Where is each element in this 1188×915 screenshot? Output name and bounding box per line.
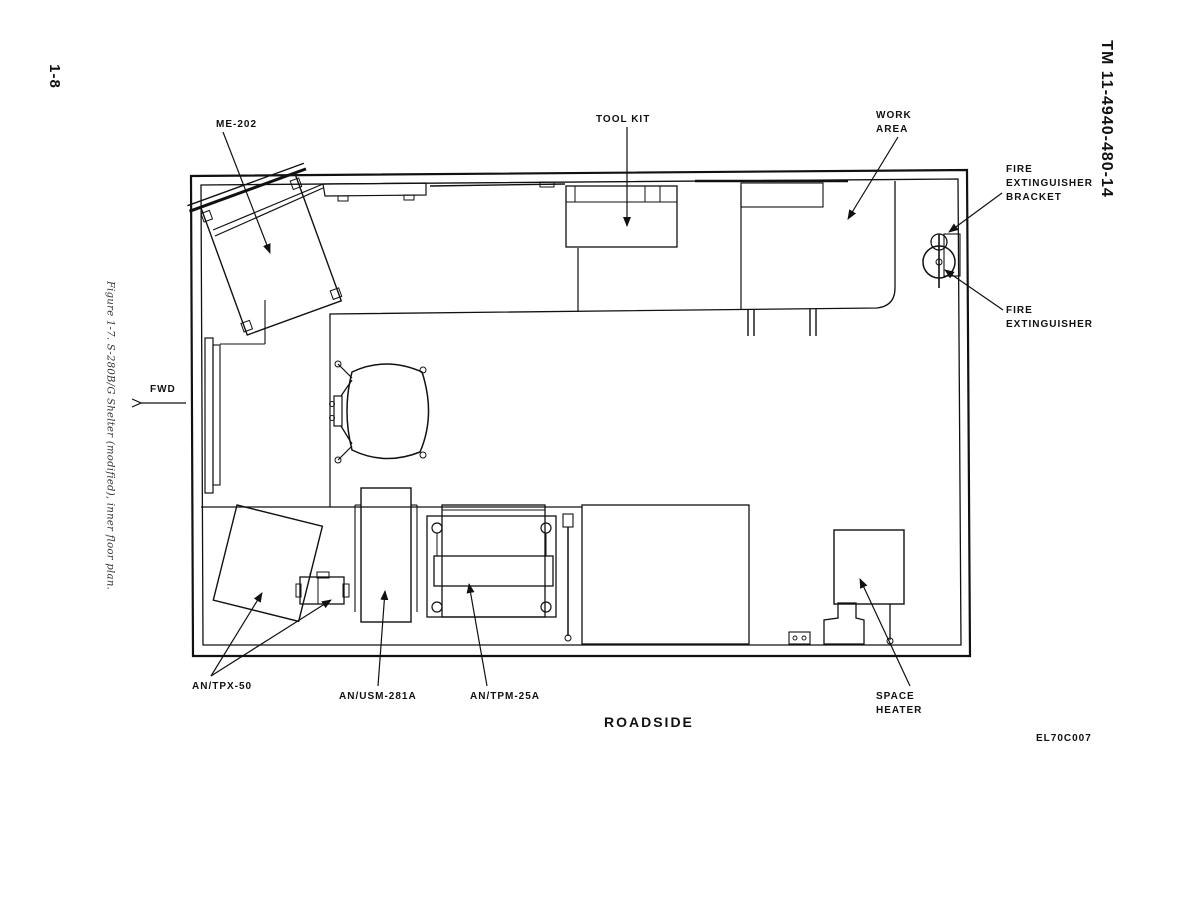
- arrow-an-tpx-50-b: [210, 599, 332, 677]
- label-roadside: ROADSIDE: [604, 714, 694, 730]
- label-work-area-line1: WORK: [876, 110, 912, 121]
- label-extinguisher-line1: FIRE: [1006, 305, 1033, 316]
- label-bracket-line1: FIRE: [1006, 164, 1033, 175]
- me-202-unit: [187, 162, 343, 336]
- arrow-fire-extinguisher: [944, 269, 1004, 311]
- curbside-counter: [329, 181, 896, 318]
- label-me-202: ME-202: [216, 119, 257, 130]
- label-space-heater-line2: HEATER: [876, 705, 922, 716]
- label-bracket-line3: BRACKET: [1006, 192, 1062, 203]
- arrow-fire-extinguisher-bracket: [948, 192, 1003, 233]
- arrow-space-heater: [859, 578, 911, 687]
- label-bracket-line2: EXTINGUISHER: [1006, 178, 1093, 189]
- label-an-tpx-50: AN/TPX-50: [192, 681, 252, 692]
- operator-chair: [329, 360, 430, 464]
- an-tpx-50-unit: [212, 504, 324, 623]
- roadside-cabinet: [581, 504, 750, 645]
- an-usm-281a-unit: [360, 487, 412, 623]
- power-outlet: [788, 631, 811, 645]
- shelter-inner-wall: [200, 178, 962, 646]
- tool-kit: [565, 185, 678, 248]
- shelter-outer-wall: [189, 168, 972, 658]
- label-fwd: FWD: [150, 384, 176, 395]
- label-tool-kit: TOOL KIT: [596, 114, 650, 125]
- fire-extinguisher: [922, 233, 961, 288]
- an-tpm-25a-unit: [426, 504, 557, 618]
- label-extinguisher-line2: EXTINGUISHER: [1006, 319, 1093, 330]
- label-an-tpm-25a: AN/TPM-25A: [470, 691, 540, 702]
- space-heater: [823, 529, 905, 645]
- arrow-work-area: [847, 136, 899, 220]
- arrow-an-usm-281a: [377, 590, 389, 687]
- label-an-usm-281a: AN/USM-281A: [339, 691, 417, 702]
- label-space-heater-line1: SPACE: [876, 691, 915, 702]
- arrow-an-tpm-25a: [466, 583, 488, 687]
- arrow-an-tpx-50-a: [210, 592, 263, 677]
- label-drawing-code: EL70C007: [1036, 733, 1092, 744]
- label-work-area-line2: AREA: [876, 124, 908, 135]
- arrow-me-202: [222, 131, 271, 254]
